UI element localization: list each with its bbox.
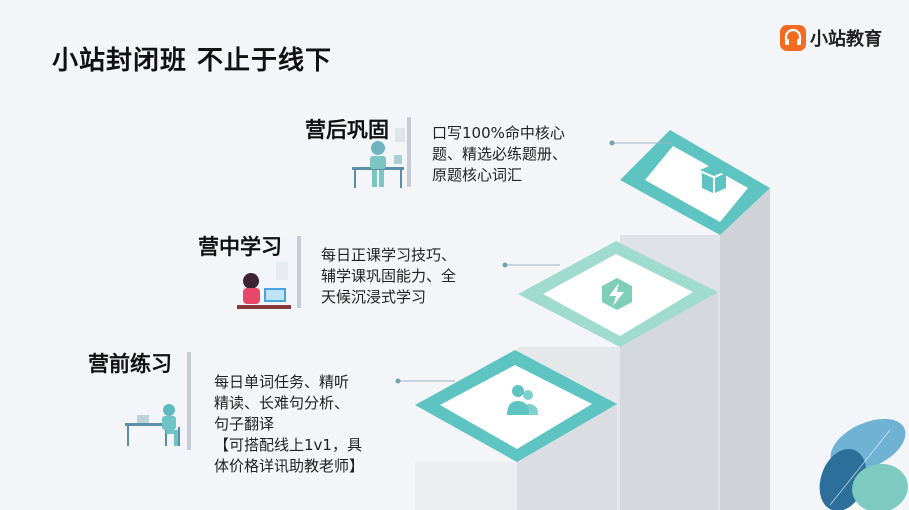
desc-line: 句子翻译: [214, 415, 275, 433]
leaf-decoration: [819, 418, 908, 510]
stage-divider: [187, 352, 191, 450]
connector-dot: [609, 140, 615, 146]
connector-lines: [398, 142, 672, 382]
desc-line: 每日单词任务、精听: [214, 373, 350, 391]
connector-dot: [502, 262, 508, 268]
stage-title-before: 营前练习: [88, 352, 172, 376]
desc-line: 口写100%命中核心: [432, 124, 565, 142]
stage-divider: [297, 236, 301, 308]
stage-desc-during: 每日正课学习技巧、 辅学课巩固能力、全 天候沉浸式学习: [321, 245, 456, 308]
desc-line: 每日正课学习技巧、: [321, 246, 457, 264]
desc-line: 题、精选必练题册、: [432, 145, 568, 163]
person-desk-illustration: [125, 404, 180, 446]
stage-desc-after: 口写100%命中核心 题、精选必练题册、 原题核心词汇: [432, 123, 567, 186]
stage-desc-before: 每日单词任务、精听 精读、长难句分析、 句子翻译 【可搭配线上1v1，具 体价格…: [214, 372, 364, 477]
users-icon: [507, 385, 538, 415]
box-icon: [700, 164, 728, 193]
desc-line: 辅学课巩固能力、全: [321, 267, 457, 285]
stage-divider: [407, 117, 411, 187]
desc-line: 【可搭配线上1v1，具: [214, 436, 362, 454]
logo-text: 小站教育: [810, 29, 882, 50]
student-desk-illustration: [352, 128, 405, 188]
desc-line: 精读、长难句分析、: [214, 394, 350, 412]
brand-logo: 小站教育: [780, 25, 882, 51]
lightning-icon: [602, 278, 632, 310]
desc-line: 体价格详讯助教老师】: [214, 457, 365, 475]
headset-icon: [780, 25, 806, 51]
connector-dot: [395, 378, 401, 384]
desc-line: 原题核心词汇: [432, 166, 523, 184]
page-title: 小站封闭班 不止于线下: [52, 46, 333, 76]
woman-laptop-illustration: [237, 262, 291, 309]
desc-line: 天候沉浸式学习: [321, 288, 427, 306]
stage-title-during: 营中学习: [198, 235, 282, 259]
stage-title-after: 营后巩固: [305, 118, 389, 142]
